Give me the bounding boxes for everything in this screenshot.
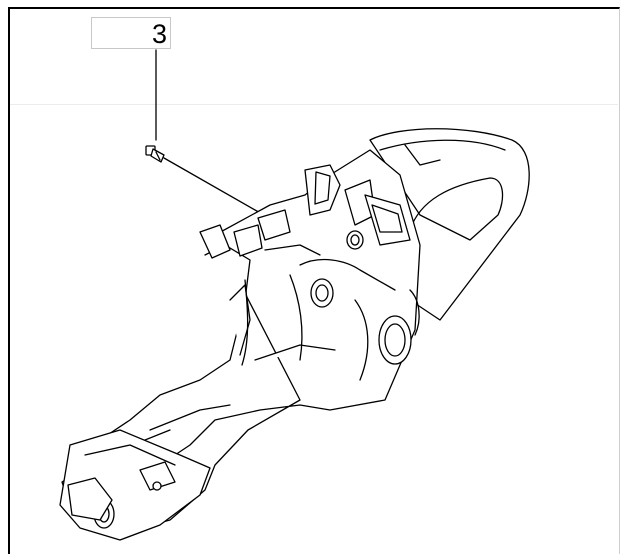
header-divider [10, 104, 618, 105]
round-bosses [310, 230, 412, 365]
part-callout-number: 3 [151, 19, 167, 49]
front-roller [67, 477, 115, 529]
top-bracket [304, 164, 411, 246]
part-callout-box[interactable]: 3 [91, 17, 171, 49]
front-mounting-lugs [199, 209, 291, 259]
screw-leader-line [163, 157, 263, 215]
screw-part[interactable] [145, 145, 165, 163]
